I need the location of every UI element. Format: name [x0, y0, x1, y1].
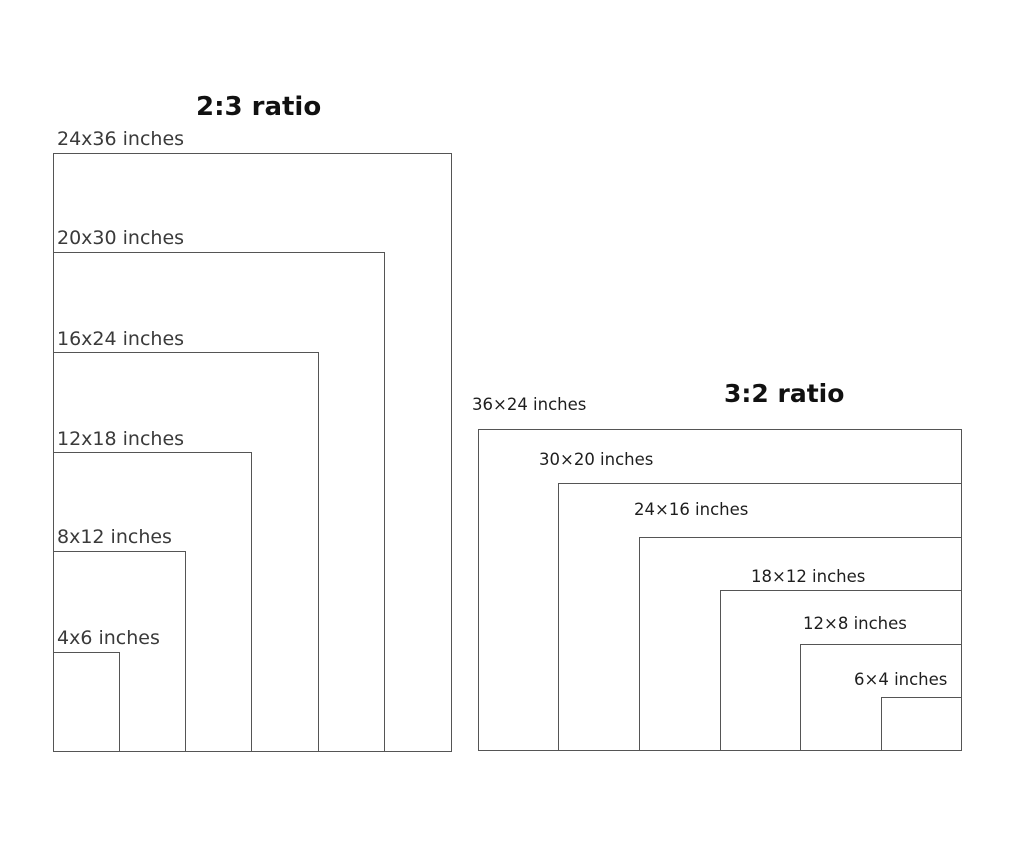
label-12x18: 12x18 inches	[57, 428, 185, 450]
label-18x12: 18×12 inches	[751, 567, 866, 586]
label-30x20: 30×20 inches	[539, 450, 654, 469]
left-ratio-title: 2:3 ratio	[196, 92, 322, 122]
frame-4x6	[53, 652, 120, 752]
label-8x12: 8x12 inches	[57, 526, 172, 548]
label-6x4: 6×4 inches	[854, 670, 948, 689]
frame-6x4	[881, 697, 962, 751]
label-20x30: 20x30 inches	[57, 227, 185, 249]
label-24x16: 24×16 inches	[634, 500, 749, 519]
label-12x8: 12×8 inches	[803, 614, 907, 633]
label-36x24: 36×24 inches	[472, 395, 587, 414]
label-4x6: 4x6 inches	[57, 627, 160, 649]
right-ratio-title: 3:2 ratio	[724, 379, 845, 408]
label-16x24: 16x24 inches	[57, 328, 185, 350]
label-24x36: 24x36 inches	[57, 128, 185, 150]
